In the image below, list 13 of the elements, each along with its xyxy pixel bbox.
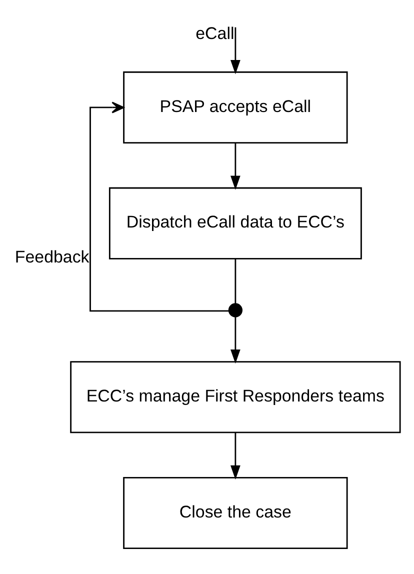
arrow <box>230 317 240 364</box>
arrow <box>230 142 240 190</box>
edge-label: eCall <box>196 24 234 44</box>
arrow <box>230 432 240 480</box>
edge-label: Feedback <box>14 248 90 267</box>
arrow <box>90 102 229 312</box>
arrow <box>230 27 240 74</box>
node-box: Close the case <box>123 476 348 550</box>
connector <box>234 258 236 304</box>
node-box: ECC’s manage First Responders teams <box>70 361 401 434</box>
node-circle <box>228 303 242 318</box>
node-box: PSAP accepts eCall <box>123 71 348 144</box>
node-box: Dispatch eCall data to ECC’s <box>108 187 362 260</box>
